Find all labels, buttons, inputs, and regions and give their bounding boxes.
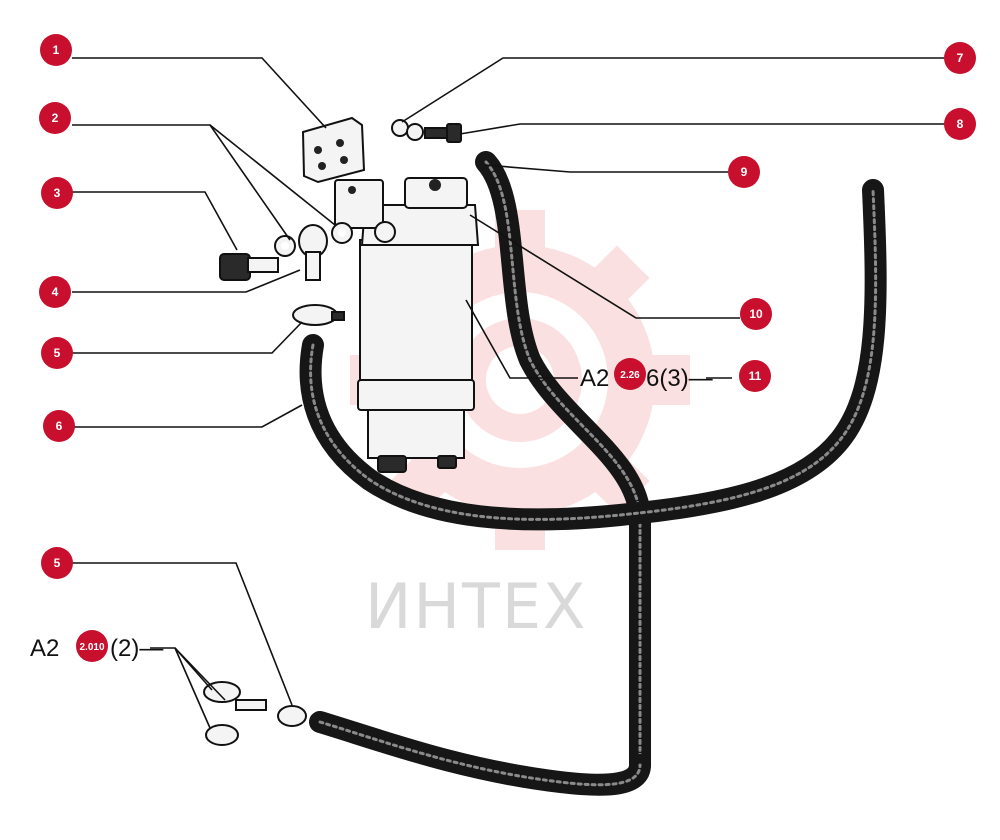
svg-text:8: 8 <box>957 117 964 131</box>
ref-a2-lower-prefix: A2 <box>30 635 59 662</box>
callout-8: 8 <box>944 108 976 140</box>
head-port <box>429 179 441 191</box>
side-port <box>374 221 396 243</box>
svg-text:9: 9 <box>741 165 748 179</box>
svg-text:11: 11 <box>749 369 762 383</box>
bracket-plate <box>301 116 366 184</box>
svg-text:2.010: 2.010 <box>79 642 104 653</box>
callout-5-upper: 5 <box>41 337 73 369</box>
banjo-spigot <box>305 251 321 281</box>
fuel-filter <box>334 177 480 473</box>
ref-a2-suffix: 6(3)— <box>646 365 713 392</box>
callout-2-26: 2.26 <box>614 358 646 390</box>
svg-text:2: 2 <box>52 111 59 125</box>
svg-text:3: 3 <box>54 186 61 200</box>
callout-10: 10 <box>740 298 772 330</box>
ref-a2-lower-suffix: (2)— <box>110 635 163 662</box>
banjo-bolt-head <box>219 253 251 281</box>
callout-3: 3 <box>41 177 73 209</box>
filter-bottom <box>367 409 465 459</box>
callout-6: 6 <box>43 410 75 442</box>
hose-clamp-lower <box>277 705 307 727</box>
svg-text:5: 5 <box>54 556 61 570</box>
banjo-fitting-set <box>219 222 353 281</box>
svg-text:5: 5 <box>54 346 61 360</box>
svg-text:4: 4 <box>52 285 59 299</box>
svg-text:7: 7 <box>957 51 964 65</box>
callouts: 1 2 3 4 5 6 5 7 8 9 10 11 2.26 2.010 <box>39 34 976 662</box>
callout-2: 2 <box>39 102 71 134</box>
watermark-text: ИНТЕХ <box>365 570 588 643</box>
filter-head-top <box>404 177 468 209</box>
leader-lines <box>72 57 944 729</box>
callout-4: 4 <box>39 276 71 308</box>
ref-a2-prefix: A2 <box>580 365 609 392</box>
callout-1: 1 <box>40 34 72 66</box>
callout-5-lower: 5 <box>41 547 73 579</box>
callout-2-010: 2.010 <box>76 630 108 662</box>
callout-11: 11 <box>739 360 771 392</box>
filter-bowl <box>359 239 473 381</box>
svg-text:2.26: 2.26 <box>620 370 640 381</box>
banjo-bolt-shank <box>247 257 279 273</box>
mount-bracket <box>334 179 384 229</box>
filter-sediment-cap <box>357 379 475 411</box>
inlet-hose <box>309 711 651 796</box>
svg-text:6: 6 <box>56 419 63 433</box>
callout-9: 9 <box>728 156 760 188</box>
hoses <box>299 151 887 796</box>
bolt-set-top <box>391 119 462 143</box>
drain-plug <box>377 455 407 473</box>
reference-labels: A2 6(3)— A2 (2)— <box>30 365 713 662</box>
callout-7: 7 <box>944 42 976 74</box>
hose-clamp-upper <box>292 304 345 326</box>
svg-text:10: 10 <box>749 307 763 321</box>
inlet-fitting <box>203 681 307 746</box>
drain-screw <box>437 455 457 469</box>
svg-text:1: 1 <box>53 43 60 57</box>
